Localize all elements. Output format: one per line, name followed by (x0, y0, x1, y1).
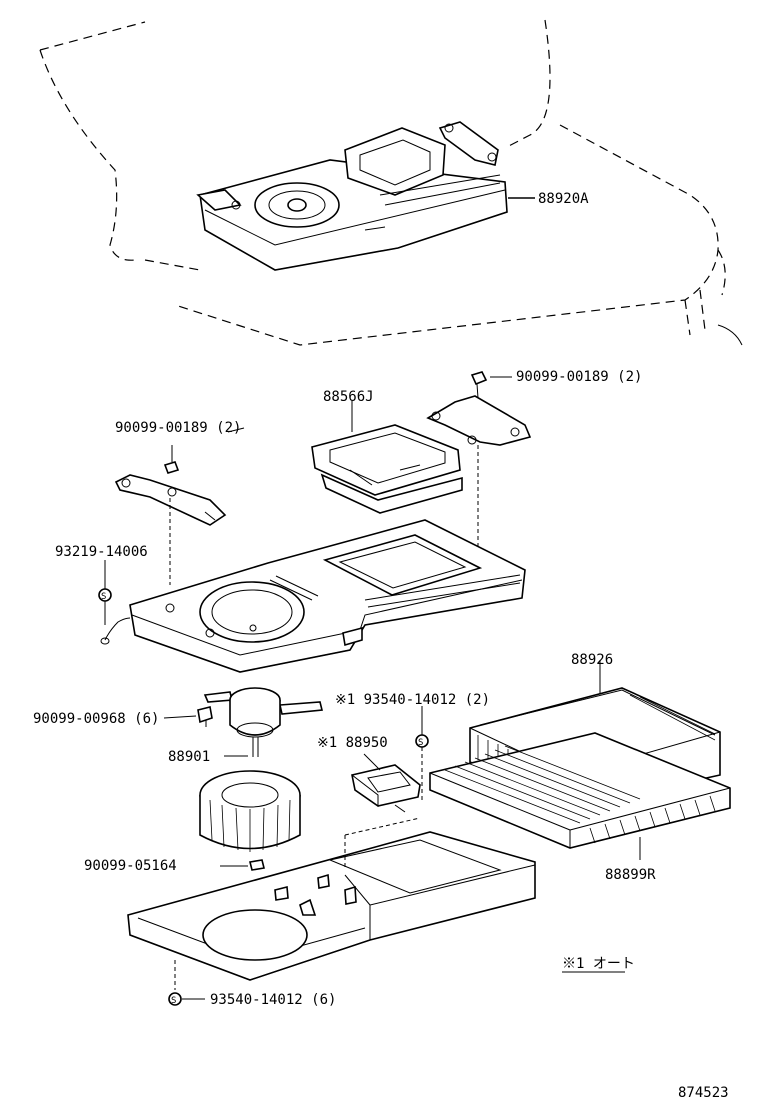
label-88950: ※1 88950 (317, 735, 388, 751)
label-88926: 88926 (571, 652, 613, 668)
label-88901: 88901 (168, 749, 210, 765)
screw-93540-6-illustration: S (168, 960, 205, 1006)
label-88566J: 88566J (323, 389, 374, 405)
screw-93219-illustration: S (98, 560, 131, 645)
blower-motor-88901-illustration (203, 687, 324, 757)
label-93540-14012-2: ※1 93540-14012 (2) (335, 692, 490, 708)
screw-mark-3: S (171, 996, 176, 1006)
screw-mark-1: S (101, 592, 106, 602)
bracket-left-illustration (114, 445, 227, 585)
diagram-number: 874523 (678, 1085, 729, 1101)
note-auto: ※1 オート (562, 956, 635, 972)
label-88920A: 88920A (538, 191, 589, 207)
label-90099-05164: 90099-05164 (84, 858, 177, 874)
label-90099-00189-left: 90099-00189 (2) (115, 420, 241, 436)
screw-mark-2: S (418, 738, 423, 748)
cooling-unit-assy-illustration (196, 121, 535, 271)
label-93540-14012-6: 93540-14012 (6) (210, 992, 336, 1008)
label-88899R: 88899R (605, 867, 656, 883)
leader-left-bracket (227, 427, 245, 433)
screw-93540-2-illustration: S (415, 706, 429, 800)
filter-88899r-illustration (429, 732, 731, 860)
label-93219-14006: 93219-14006 (55, 544, 148, 560)
amplifier-88950-illustration (351, 753, 421, 813)
nut-90099-05164-illustration (220, 859, 265, 871)
duct-88566j-illustration (311, 401, 463, 514)
bracket-right-illustration (426, 371, 532, 555)
fan-wheel-illustration (199, 770, 301, 852)
screw-90099-00968-illustration (163, 706, 213, 727)
lower-case-illustration (127, 817, 536, 981)
vehicle-outline (39, 19, 743, 346)
label-90099-00968: 90099-00968 (6) (33, 711, 159, 727)
upper-case-illustration (129, 519, 526, 673)
label-90099-00189-right: 90099-00189 (2) (516, 369, 642, 385)
